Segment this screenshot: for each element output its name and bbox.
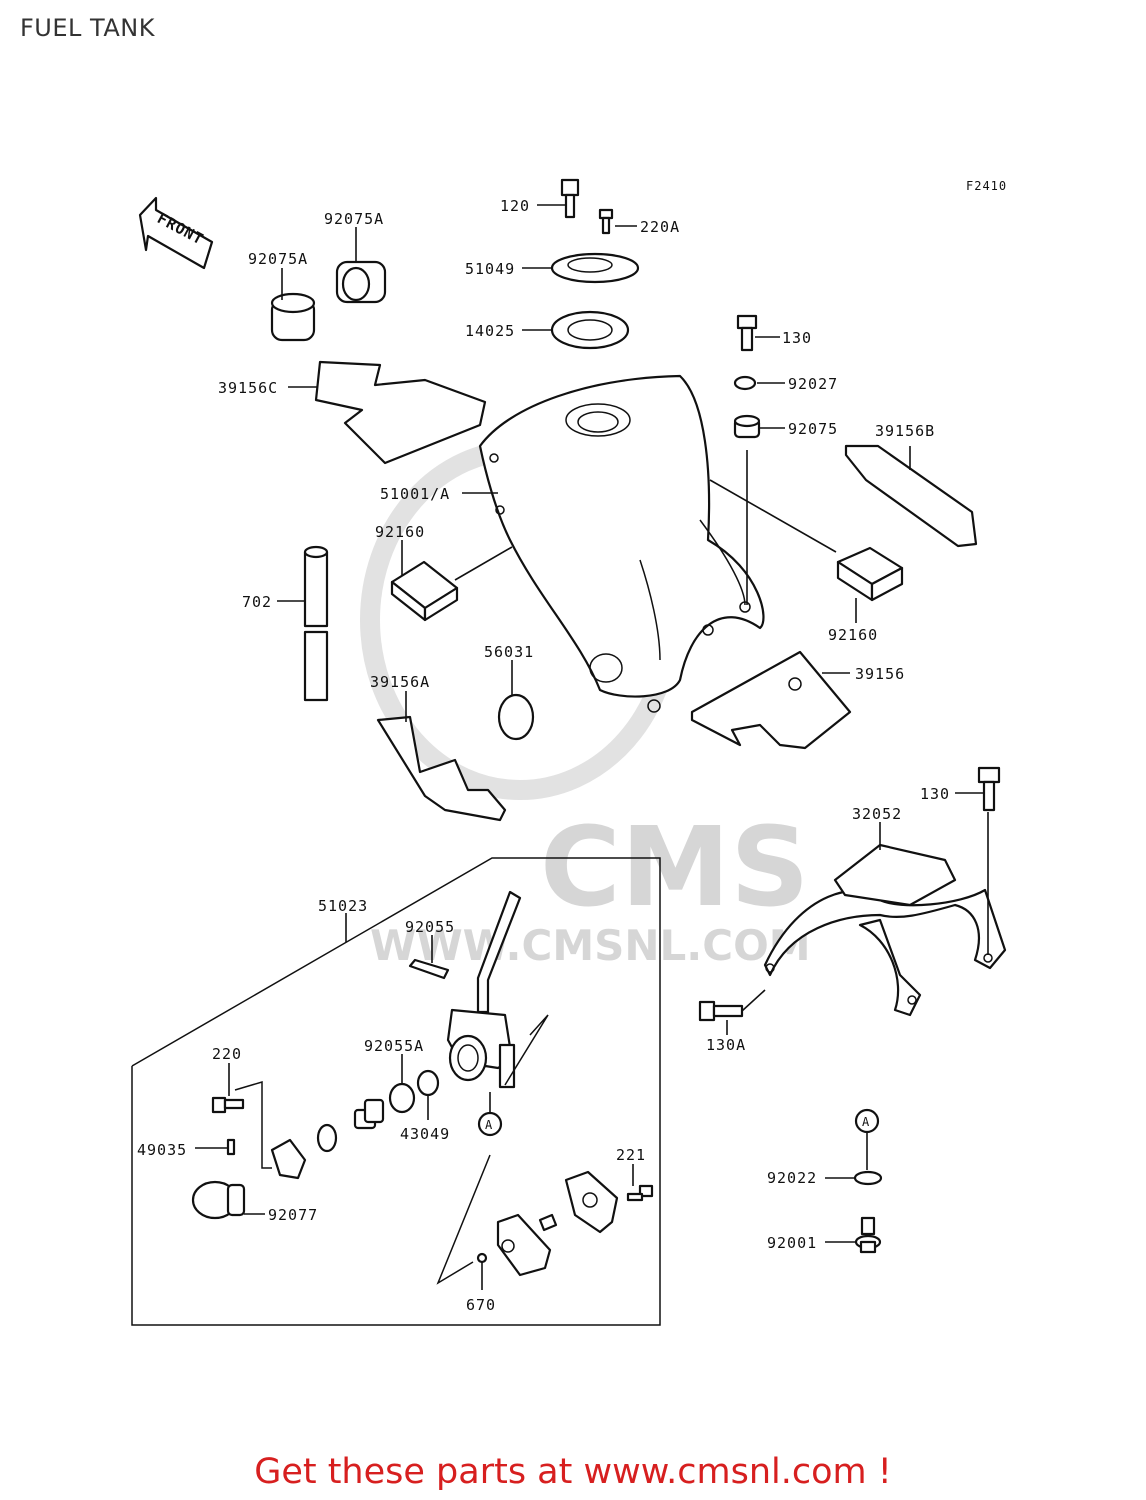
label-120: 120 <box>500 197 530 215</box>
screw-220 <box>211 1096 245 1114</box>
strainer <box>564 1170 619 1234</box>
knob-92077 <box>191 1180 246 1220</box>
label-130a: 130A <box>706 1036 746 1054</box>
label-220: 220 <box>212 1045 242 1063</box>
label-130-top: 130 <box>782 329 812 347</box>
label-220a: 220A <box>640 218 680 236</box>
bracket-32052 <box>763 843 1007 1017</box>
label-39156: 39156 <box>855 665 905 683</box>
oring-92055a <box>388 1082 416 1114</box>
bolt-130-bracket <box>977 766 1001 812</box>
petcock-leader-lines <box>234 1080 272 1169</box>
oring-small <box>316 1123 338 1153</box>
seal-43049 <box>416 1069 440 1097</box>
cap-bolt-120 <box>560 178 580 219</box>
petcock-outline-box <box>131 857 661 1326</box>
pad-39156a <box>376 715 507 822</box>
pad-92160-left <box>390 560 459 622</box>
label-92075a-small: 92075A <box>248 250 308 268</box>
watermark-brand: CMS <box>540 803 809 931</box>
label-92075a-large: 92075A <box>324 210 384 228</box>
watermark: CMS WWW.CMSNL.COM <box>360 440 811 970</box>
oring-670 <box>476 1252 488 1264</box>
gasket-92055 <box>408 958 450 980</box>
cover-petcock <box>496 1213 552 1277</box>
oring-56031 <box>497 693 535 741</box>
hose-702 <box>303 545 329 702</box>
label-92055a: 92055A <box>364 1037 424 1055</box>
label-32052: 32052 <box>852 805 902 823</box>
pin-49035 <box>226 1138 236 1156</box>
label-92027: 92027 <box>788 375 838 393</box>
fuel-tank-parts-diagram: CMS WWW.CMSNL.COM F2410 FRONT <box>131 178 1007 1326</box>
diagram-code: F2410 <box>966 179 1007 193</box>
footer-banner[interactable]: Get these parts at www.cmsnl.com ! <box>254 1452 892 1492</box>
screw-221 <box>626 1184 654 1202</box>
bolt-92001 <box>854 1216 882 1254</box>
bolt-130-top <box>736 314 758 352</box>
label-39156b: 39156B <box>875 422 935 440</box>
lever-shaft <box>353 1098 385 1130</box>
label-130-bracket: 130 <box>920 785 950 803</box>
collar-92027 <box>733 375 757 391</box>
label-702: 702 <box>242 593 272 611</box>
front-arrow-icon: FRONT <box>138 196 214 270</box>
label-221: 221 <box>616 1146 646 1164</box>
pad-92160-right <box>836 546 904 602</box>
washer-92022 <box>853 1170 883 1186</box>
fuel-cock-body <box>446 1008 549 1089</box>
leader-lines <box>195 204 989 1290</box>
page-title: FUEL TANK <box>20 14 155 42</box>
spring <box>538 1213 558 1232</box>
watermark-url: WWW.CMSNL.COM <box>370 921 811 970</box>
label-51023: 51023 <box>318 897 368 915</box>
label-51001a: 51001/A <box>380 485 450 503</box>
cap-assy-51049 <box>550 252 640 284</box>
filter-leader-lines <box>436 1154 491 1285</box>
pad-39156 <box>690 650 852 750</box>
screw-220a <box>598 208 614 235</box>
ref-marker-a-right: A <box>854 1108 880 1134</box>
ref-marker-a-left-text: A <box>485 1118 493 1132</box>
plate-petcock <box>270 1138 307 1180</box>
label-43049: 43049 <box>400 1125 450 1143</box>
label-49035: 49035 <box>137 1141 187 1159</box>
label-39156c: 39156C <box>218 379 278 397</box>
label-92055: 92055 <box>405 918 455 936</box>
ref-marker-a-left: A <box>477 1111 503 1137</box>
damper-92075 <box>733 414 761 439</box>
cushion-92075a-large <box>335 260 387 304</box>
label-92001: 92001 <box>767 1234 817 1252</box>
cushion-92075a-small <box>270 292 316 342</box>
fuel-tank-51001 <box>478 374 765 713</box>
label-92160-right: 92160 <box>828 626 878 644</box>
label-670: 670 <box>466 1296 496 1314</box>
fuel-pipe <box>476 890 522 1014</box>
label-92022: 92022 <box>767 1169 817 1187</box>
bolt-130a <box>698 1000 744 1022</box>
label-92075: 92075 <box>788 420 838 438</box>
pad-39156b <box>844 444 978 548</box>
label-14025: 14025 <box>465 322 515 340</box>
label-51049: 51049 <box>465 260 515 278</box>
pad-39156c <box>314 360 487 465</box>
label-92160-left: 92160 <box>375 523 425 541</box>
label-92077: 92077 <box>268 1206 318 1224</box>
gasket-14025 <box>550 310 630 350</box>
label-56031: 56031 <box>484 643 534 661</box>
label-39156a: 39156A <box>370 673 430 691</box>
ref-marker-a-right-text: A <box>862 1115 870 1129</box>
